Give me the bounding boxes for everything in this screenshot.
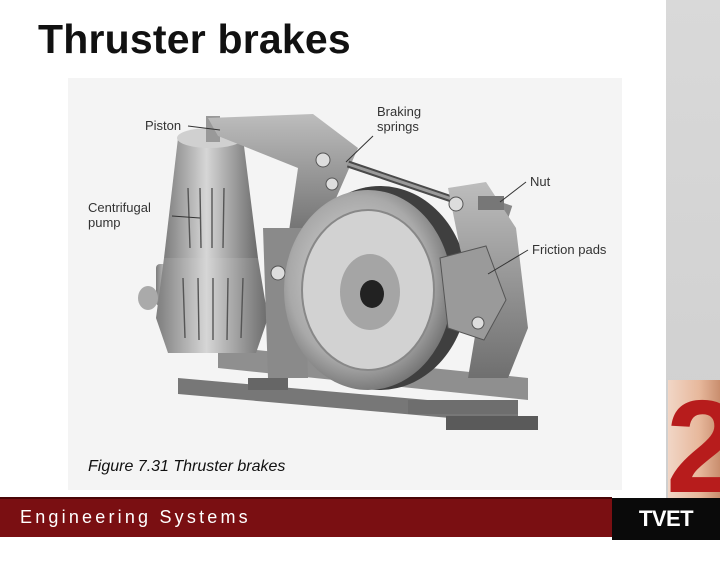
brake-figure: Piston Braking springs Nut Centrifugal p… — [68, 78, 622, 490]
footer-bar: Engineering Systems — [0, 497, 612, 537]
callout-nut: Nut — [530, 174, 551, 189]
callout-friction-pads: Friction pads — [532, 242, 607, 257]
logo-text: TVET FIRST — [612, 498, 720, 573]
callout-braking-springs: Braking springs — [377, 104, 422, 134]
brake-drum — [284, 186, 468, 390]
figure-caption: Figure 7.31 Thruster brakes — [88, 458, 286, 475]
slide-title: Thruster brakes — [38, 16, 351, 62]
tvet-first-logo: 2 TVET FIRST — [612, 380, 720, 573]
callout-piston: Piston — [145, 118, 182, 133]
callout-lines — [171, 125, 529, 275]
centrifugal-pump-body — [138, 128, 268, 353]
logo-number-image: 2 — [668, 380, 720, 498]
logo-number: 2 — [668, 380, 720, 498]
footer-text: Engineering Systems — [20, 507, 251, 527]
right-shoe-arm — [439, 182, 528, 378]
callout-centrifugal-pump: Centrifugal pump — [88, 200, 151, 230]
thruster-brake-illustration — [138, 114, 538, 430]
